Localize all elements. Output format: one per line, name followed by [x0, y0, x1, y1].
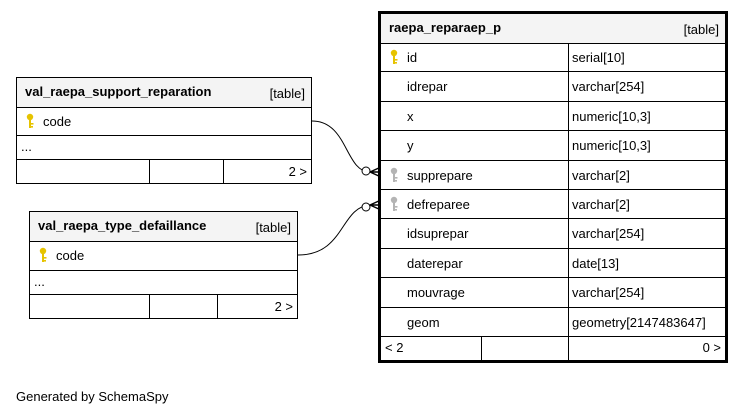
primary-key-icon: [389, 49, 399, 68]
column-name: daterepar: [407, 255, 463, 271]
column-name: geom: [407, 314, 440, 330]
table-header: val_raepa_type_defaillance [table]: [30, 212, 297, 242]
foreign-key-icon: [389, 167, 399, 186]
column-name: x: [407, 108, 414, 124]
column-row-supprepare[interactable]: supprepare varchar[2]: [381, 160, 725, 190]
column-row-idsuprepar[interactable]: idsuprepar varchar[254]: [381, 219, 725, 249]
column-type: varchar[254]: [572, 285, 645, 301]
relation-defaillance-to-defreparee: [297, 204, 371, 256]
column-name: defreparee: [407, 197, 470, 212]
table-name: val_raepa_support_reparation: [25, 84, 212, 99]
children-count[interactable]: 0 >: [702, 340, 721, 355]
column-row-x[interactable]: x numeric[10,3]: [381, 101, 725, 132]
column-type: varchar[2]: [572, 197, 630, 212]
table-kind: [table]: [269, 86, 305, 101]
more-columns-row: ...: [30, 271, 297, 295]
column-type: varchar[254]: [572, 226, 645, 242]
column-row-geom[interactable]: geom geometry[2147483647]: [381, 307, 725, 337]
table-header: val_raepa_support_reparation [table]: [17, 78, 311, 108]
table-footer: 2 >: [30, 295, 297, 319]
column-type: varchar[2]: [572, 167, 630, 183]
more-columns-row: ...: [17, 136, 311, 160]
column-row-defreparee[interactable]: defreparee varchar[2]: [381, 190, 725, 220]
primary-key-icon: [25, 113, 35, 132]
column-row-id[interactable]: id serial[10]: [381, 43, 725, 73]
column-type: numeric[10,3]: [572, 108, 651, 124]
column-row-idrepar[interactable]: idrepar varchar[254]: [381, 72, 725, 102]
table-kind: [table]: [683, 22, 719, 37]
column-row-mouvrage[interactable]: mouvrage varchar[254]: [381, 278, 725, 308]
table-val-raepa-type-defaillance[interactable]: val_raepa_type_defaillance [table] code …: [29, 211, 298, 319]
primary-key-icon: [38, 247, 48, 266]
column-row-daterepar[interactable]: daterepar date[13]: [381, 248, 725, 279]
column-name: code: [43, 114, 72, 129]
column-type: date[13]: [572, 255, 619, 271]
column-type: serial[10]: [572, 50, 625, 65]
table-footer: < 2 0 >: [381, 337, 725, 360]
column-name: idrepar: [407, 79, 448, 95]
column-name: supprepare: [407, 167, 473, 183]
column-row-code[interactable]: code: [17, 107, 311, 136]
column-name: id: [407, 50, 418, 65]
children-count[interactable]: 2 >: [274, 299, 293, 314]
column-name: code: [56, 248, 85, 263]
column-row-code[interactable]: code: [30, 241, 297, 271]
ellipsis-text: ...: [34, 274, 45, 289]
generated-by-note: Generated by SchemaSpy: [16, 389, 169, 404]
ellipsis-text: ...: [21, 139, 32, 154]
column-name: y: [407, 138, 414, 154]
table-header: raepa_reparaep_p [table]: [381, 14, 725, 44]
table-val-raepa-support-reparation[interactable]: val_raepa_support_reparation [table] cod…: [16, 77, 312, 184]
relation-defaillance-optional-marker: [361, 202, 371, 212]
column-name: idsuprepar: [407, 226, 469, 242]
table-name: raepa_reparaep_p: [389, 20, 502, 35]
table-kind: [table]: [255, 220, 291, 235]
column-type: varchar[254]: [572, 79, 645, 95]
parents-count[interactable]: < 2: [385, 340, 404, 355]
children-count[interactable]: 2 >: [288, 164, 307, 179]
table-name: val_raepa_type_defaillance: [38, 218, 207, 233]
column-type: numeric[10,3]: [572, 138, 651, 154]
column-name: mouvrage: [407, 285, 465, 301]
column-type: geometry[2147483647]: [572, 314, 706, 330]
relation-support-optional-marker: [361, 166, 371, 176]
table-raepa-reparaep-p[interactable]: raepa_reparaep_p [table] id serial[10] idr…: [378, 11, 728, 363]
foreign-key-icon: [389, 196, 399, 215]
relation-support-to-supprepare: [311, 120, 371, 173]
table-footer: 2 >: [17, 160, 311, 184]
column-row-y[interactable]: y numeric[10,3]: [381, 131, 725, 161]
